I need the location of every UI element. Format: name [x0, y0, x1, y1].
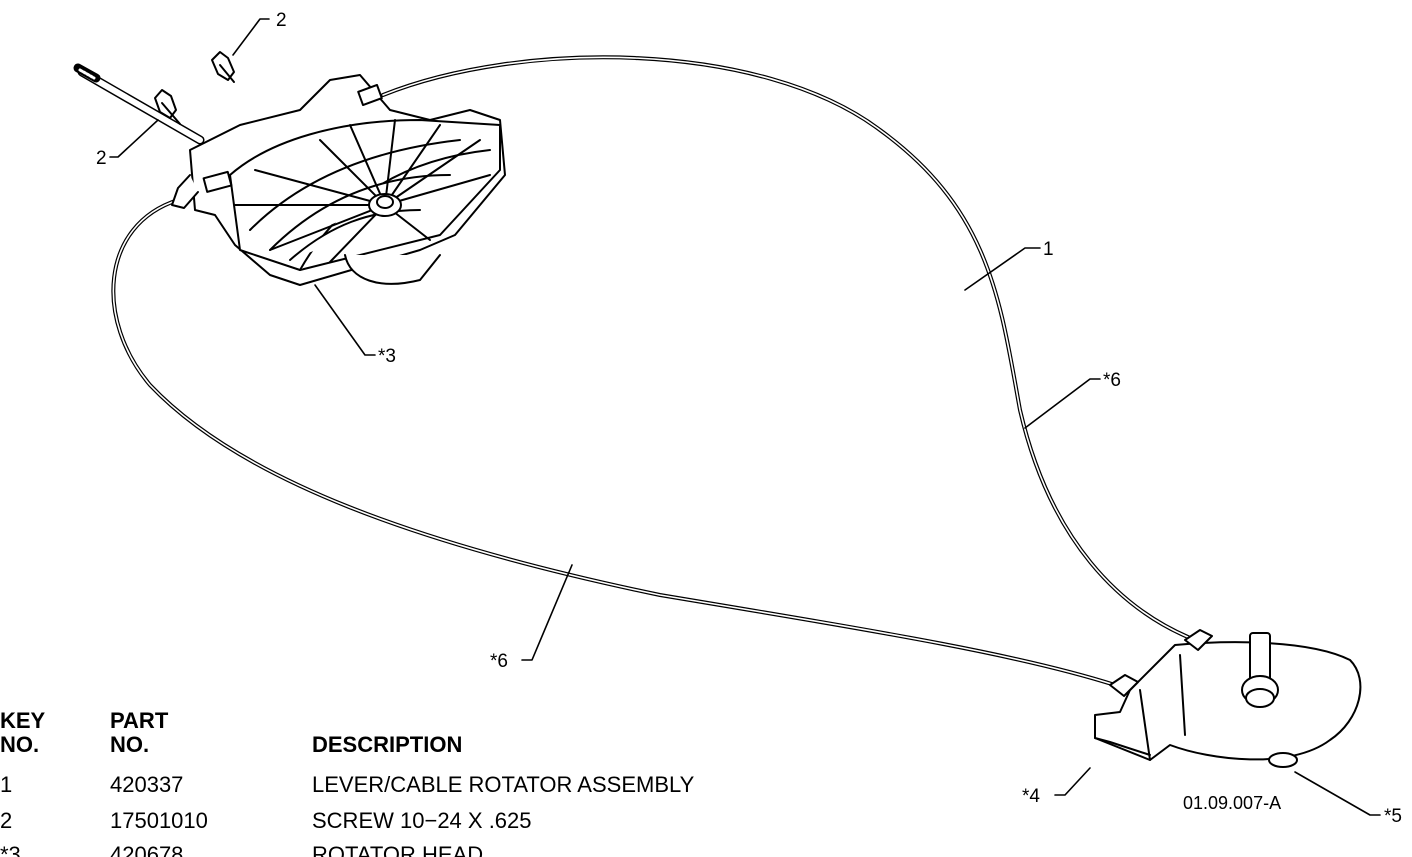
header-part-line1: PART — [110, 708, 169, 733]
row-1-description: LEVER/CABLE ROTATOR ASSEMBLY — [312, 772, 695, 797]
row-3-key: *3 — [0, 842, 21, 857]
cable-left-loop — [111, 198, 1117, 687]
leader-lines — [109, 18, 1381, 816]
callout-5: *5 — [1384, 806, 1402, 827]
callout-2-left: 2 — [96, 148, 107, 169]
row-1-key: 1 — [0, 772, 13, 797]
callout-6-bottom: *6 — [490, 651, 508, 672]
header-key-line2: NO. — [0, 732, 40, 757]
screw-left — [154, 89, 181, 125]
row-2-part: 17501010 — [110, 808, 208, 833]
callout-2-top: 2 — [276, 10, 287, 31]
cable-right-loop — [381, 55, 1197, 642]
row-3-part: 420678 — [110, 842, 184, 857]
row-2-key: 2 — [0, 808, 13, 833]
header-key-line1: KEY — [0, 708, 46, 733]
header-part-line2: NO. — [110, 732, 150, 757]
callout-1: 1 — [1043, 239, 1054, 260]
rotator-head — [171, 74, 506, 286]
lever-shaft — [73, 63, 205, 145]
lever-bracket — [1094, 629, 1362, 768]
row-2-description: SCREW 10−24 X .625 — [312, 808, 532, 833]
callout-4: *4 — [1022, 786, 1040, 807]
row-3-description: ROTATOR HEAD — [312, 842, 484, 857]
figure-id: 01.09.007-A — [1183, 793, 1282, 813]
callout-6-right: *6 — [1103, 370, 1121, 391]
screw-top — [211, 51, 235, 83]
header-description: DESCRIPTION — [312, 732, 463, 757]
callout-3: *3 — [378, 346, 396, 367]
row-1-part: 420337 — [110, 772, 184, 797]
